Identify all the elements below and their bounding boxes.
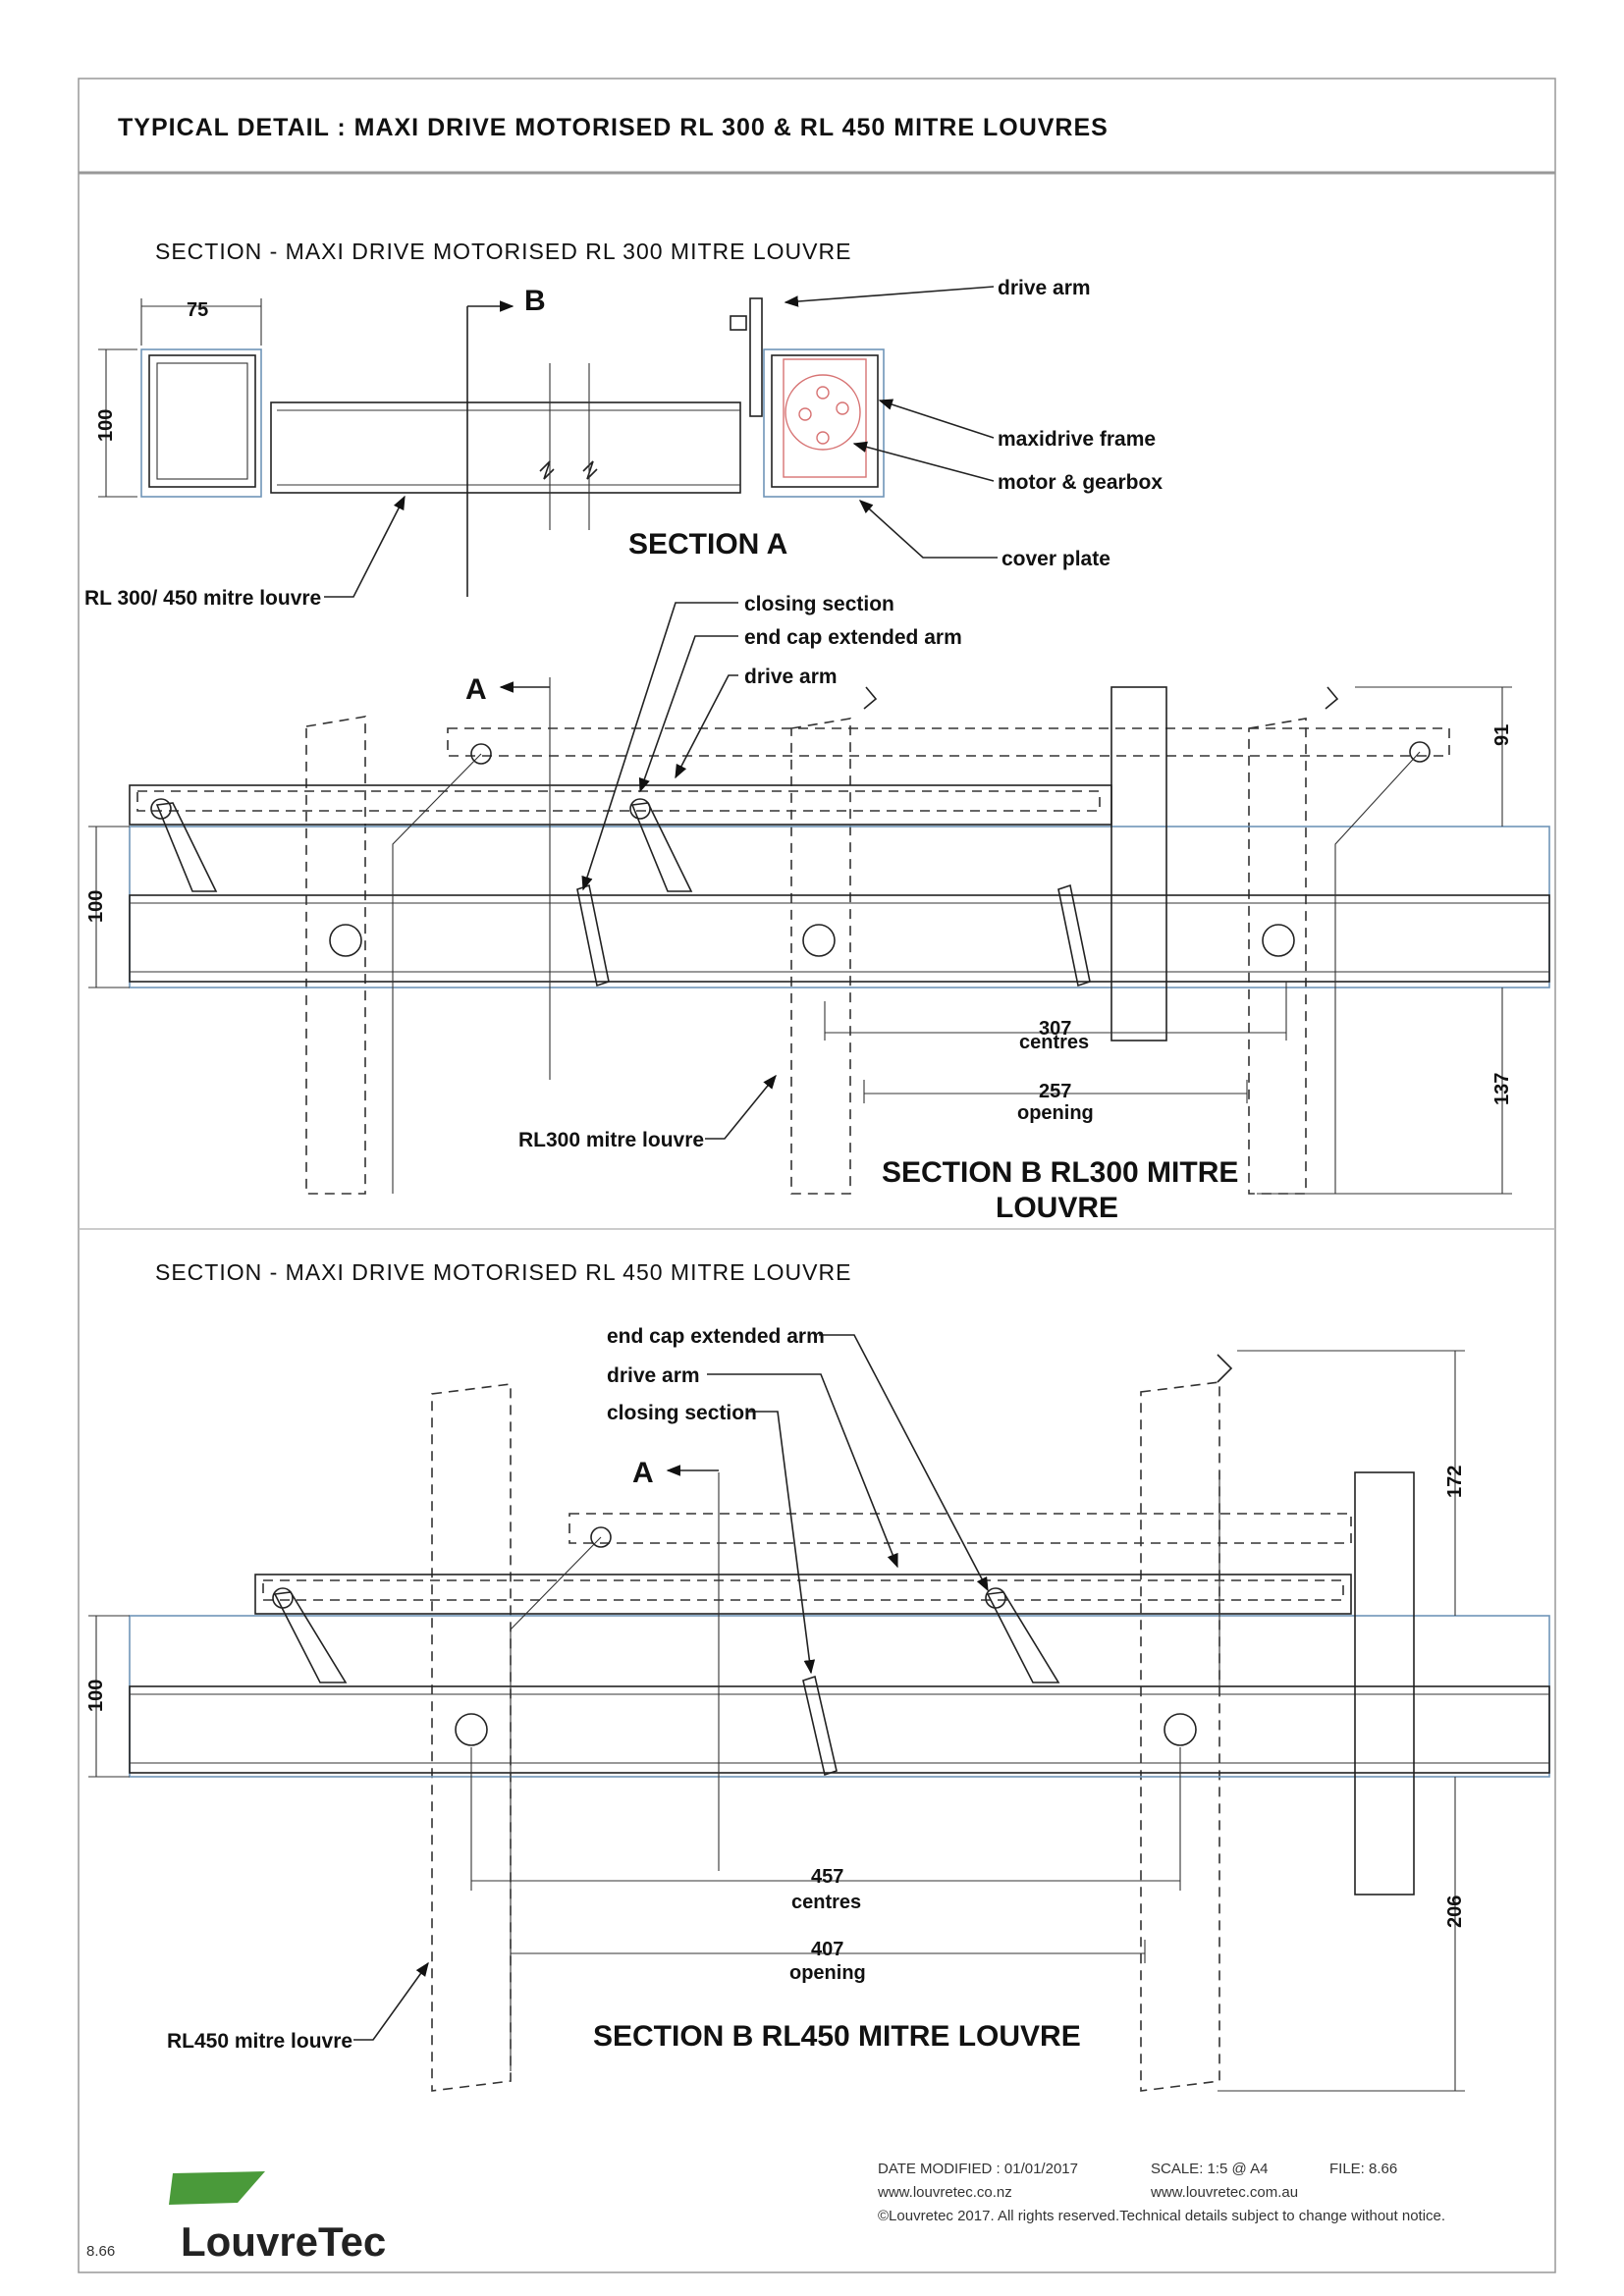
dim-rise-91: 91 (1491, 724, 1513, 746)
dim-opening-407: 407 (811, 1939, 843, 1960)
dim-centres-307: 307 (1039, 1018, 1071, 1040)
scale: SCALE: 1:5 @ A4 (1151, 2161, 1268, 2177)
leader-closing-section-300 (581, 602, 738, 891)
section-a-marker: A (465, 673, 487, 706)
date-modified: DATE MODIFIED : 01/01/2017 (878, 2161, 1078, 2177)
label-end-cap-arm-300: end cap extended arm (744, 626, 962, 649)
dim-opening-label: opening (1017, 1102, 1094, 1124)
label-cover-plate: cover plate (1001, 548, 1110, 570)
label-mitre-louvre: RL 300/ 450 mitre louvre (84, 587, 321, 610)
label-closing-section-450: closing section (607, 1402, 757, 1424)
section-a-dimensions (98, 298, 262, 498)
section-b-rl450-dimensions (88, 1350, 1465, 2092)
label-drive-arm-top: drive arm (998, 277, 1091, 299)
label-maxidrive-frame: maxidrive frame (998, 428, 1156, 451)
label-rl300-louvre: RL300 mitre louvre (518, 1129, 704, 1151)
dim-centres-label: centres (1019, 1032, 1089, 1053)
dim-height-100-b: 100 (85, 890, 107, 923)
logo-swoosh-icon (169, 2171, 265, 2205)
logo-wordmark: LouvreTec (181, 2218, 386, 2265)
copyright: ©Louvretec 2017. All rights reserved.Tec… (878, 2208, 1445, 2224)
section-a-marker-450: A (632, 1457, 654, 1489)
rl450-heading: SECTION - MAXI DRIVE MOTORISED RL 450 MI… (155, 1259, 851, 1285)
url-au[interactable]: www.louvretec.com.au (1150, 2184, 1298, 2201)
leader-rl450-louvre (353, 1961, 429, 2041)
section-b-rl300-drawing (129, 677, 1550, 1195)
section-b-rl300-dimensions (88, 686, 1512, 1195)
section-a-drawing (140, 297, 885, 597)
leader-end-cap-arm-450 (819, 1334, 989, 1592)
rl300-heading: SECTION - MAXI DRIVE MOTORISED RL 300 MI… (155, 239, 851, 264)
louvretec-logo: LouvreTec (169, 2171, 386, 2265)
label-end-cap-arm-450: end cap extended arm (607, 1325, 825, 1348)
leader-motor-gearbox (852, 441, 995, 482)
section-b-marker: B (524, 285, 546, 317)
label-drive-arm-300: drive arm (744, 666, 838, 688)
label-closing-section-300: closing section (744, 593, 894, 615)
label-drive-arm-450: drive arm (607, 1364, 700, 1387)
section-a-title: SECTION A (628, 528, 787, 561)
dim-centres-label-450: centres (791, 1892, 861, 1913)
file-ref: FILE: 8.66 (1329, 2161, 1397, 2177)
dim-drop-137: 137 (1491, 1073, 1513, 1105)
leader-drive-arm-top (784, 286, 995, 307)
sheet-border (78, 78, 1556, 2273)
leader-end-cap-arm-300 (638, 635, 738, 793)
page-title: TYPICAL DETAIL : MAXI DRIVE MOTORISED RL… (118, 114, 1109, 141)
section-b-rl300-title-line1: SECTION B RL300 MITRE (882, 1156, 1238, 1189)
leader-drive-arm-300 (675, 674, 738, 779)
section-b-rl450-title: SECTION B RL450 MITRE LOUVRE (593, 2020, 1081, 2053)
dim-height-100-450: 100 (85, 1680, 107, 1712)
leader-mitre-louvre (324, 495, 406, 598)
dim-centres-457: 457 (811, 1866, 843, 1888)
page-ref: 8.66 (86, 2243, 115, 2260)
dim-rise-172: 172 (1444, 1466, 1466, 1498)
section-b-rl450-drawing (129, 1354, 1550, 2092)
url-nz[interactable]: www.louvretec.co.nz (877, 2184, 1012, 2201)
leader-drive-arm-450 (707, 1373, 898, 1569)
leader-maxidrive-frame (878, 399, 995, 439)
dim-height-100-a: 100 (95, 409, 117, 442)
dim-width-75: 75 (187, 299, 208, 321)
leader-closing-section-450 (746, 1411, 816, 1675)
leader-cover-plate (858, 500, 998, 559)
dim-opening-257: 257 (1039, 1081, 1071, 1102)
label-motor-gearbox: motor & gearbox (998, 471, 1163, 494)
dim-opening-label-450: opening (789, 1962, 866, 1984)
dim-drop-206: 206 (1444, 1896, 1466, 1928)
leader-rl300-louvre (705, 1074, 777, 1140)
label-rl450-louvre: RL450 mitre louvre (167, 2030, 352, 2053)
section-b-rl300-title-line2: LOUVRE (996, 1192, 1118, 1224)
